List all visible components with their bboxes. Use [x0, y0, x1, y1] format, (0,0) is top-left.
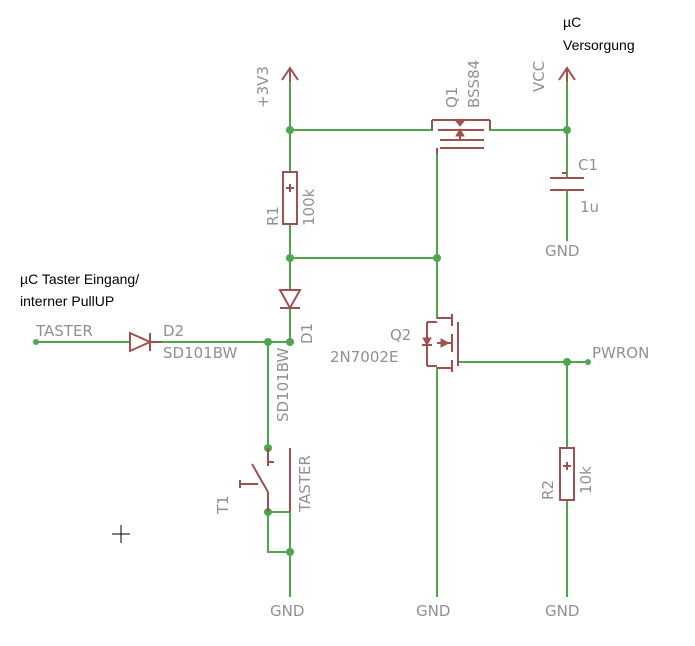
r1-ref: R1: [264, 206, 282, 226]
pwron-net-label: PWRON: [592, 344, 649, 362]
t1-switch: T1 TASTER: [214, 448, 314, 515]
c1-value: 1u: [580, 198, 599, 216]
r2-resistor: R2 10k: [539, 447, 595, 501]
rail-3v3-label: +3V3: [254, 66, 272, 108]
d1-ref: D1: [298, 323, 316, 344]
junction-vcc: [563, 126, 571, 134]
mcu-supply-note-1: µC: [563, 14, 581, 30]
d1-diode: D1 SD101BW: [274, 289, 316, 422]
gnd-label-r2: GND: [545, 602, 579, 620]
gnd-label-switch: GND: [270, 602, 304, 620]
gnd-label-q2: GND: [416, 602, 450, 620]
net-end-taster: [33, 339, 39, 345]
r2-ref: R2: [539, 480, 557, 500]
c1-capacitor: C1 1u: [550, 156, 599, 216]
rail-vcc-label: VCC: [530, 61, 548, 92]
taster-net-label: TASTER: [35, 322, 93, 340]
d1-value: SD101BW: [274, 348, 292, 422]
gnd-label-c1: GND: [545, 242, 579, 260]
button-input-note-2: interner PullUP: [20, 293, 114, 309]
junction-gate-left: [286, 254, 294, 262]
junction-switch-node: [264, 338, 272, 346]
power-symbol-3v3: +3V3: [254, 66, 299, 108]
crosshair-cursor-icon: [112, 525, 130, 543]
r1-resistor: R1 100k: [264, 171, 318, 226]
q2-ref: Q2: [390, 326, 411, 344]
d2-value: SD101BW: [163, 344, 237, 362]
r1-value: 100k: [300, 188, 318, 226]
r2-value: 10k: [577, 466, 595, 494]
power-symbol-vcc: VCC: [530, 61, 576, 92]
junction-pwron: [563, 358, 571, 366]
t1-value: TASTER: [296, 455, 314, 513]
q1-ref: Q1: [443, 87, 461, 108]
mcu-supply-note-2: Versorgung: [563, 37, 635, 53]
t1-ref: T1: [214, 495, 232, 515]
junction-diode-node: [286, 338, 294, 346]
q1-mosfet: Q1 BSS84: [431, 60, 491, 154]
q2-mosfet: Q2 2N7002E: [330, 314, 459, 372]
junction-3v3: [286, 126, 294, 134]
net-end-pwron: [585, 359, 591, 365]
d2-ref: D2: [163, 322, 184, 340]
junction-gate-right: [433, 254, 441, 262]
c1-ref: C1: [578, 156, 598, 174]
q2-value: 2N7002E: [330, 348, 398, 366]
d2-diode: D2 SD101BW: [129, 322, 237, 362]
junction-gnd-switch: [286, 548, 294, 556]
button-input-note-1: µC Taster Eingang/: [20, 271, 139, 287]
q1-value: BSS84: [465, 60, 483, 108]
